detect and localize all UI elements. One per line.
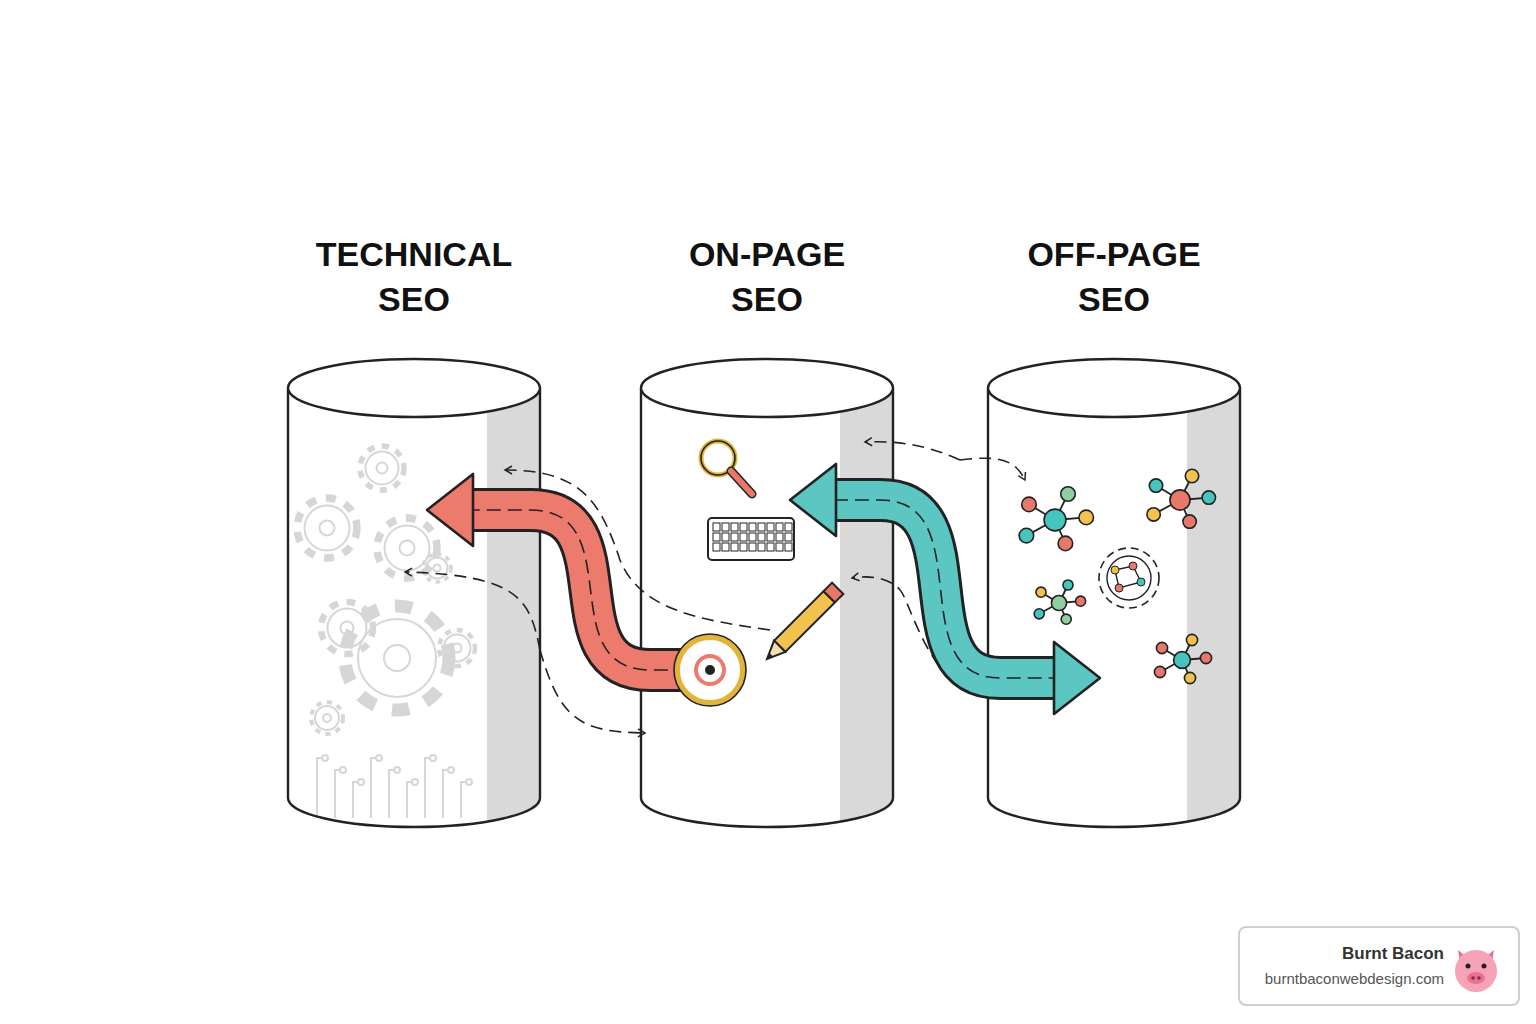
arrow-band [471,510,710,670]
off-page-cylinder: OFF-PAGE SEO [987,358,1241,828]
cylinder-shape [987,358,1241,828]
target-inner [696,656,724,684]
flow-arrow [790,464,1100,714]
pillar-title: TECHNICAL SEO [307,232,522,322]
target-badge [677,637,743,703]
flow-arrow [427,474,746,706]
technical-cylinder: TECHNICAL SEO [287,358,541,828]
arrow-head [1054,642,1100,714]
arrow-dash [471,510,710,670]
arrow-band [834,500,1056,678]
arrow-head [790,464,836,536]
cylinder-shape [287,358,541,828]
target-dot [705,665,715,675]
on-page-cylinder: ON-PAGE SEO [640,358,894,828]
arrow-head [427,474,473,546]
arrow-outline [471,510,710,670]
watermark-url: burntbaconwebdesign.com [1265,970,1444,987]
watermark-name: Burnt Bacon [1342,944,1444,964]
cylinder-shape [640,358,894,828]
target-ring [674,634,746,706]
arrow-dash [834,500,1056,678]
pillar-title: OFF-PAGE SEO [1007,232,1222,322]
pillar-title: ON-PAGE SEO [660,232,875,322]
watermark-box: Burnt Bacon burntbaconwebdesign.com [1238,926,1520,1006]
pig-icon [1448,940,1504,996]
arrow-outline [834,500,1056,678]
